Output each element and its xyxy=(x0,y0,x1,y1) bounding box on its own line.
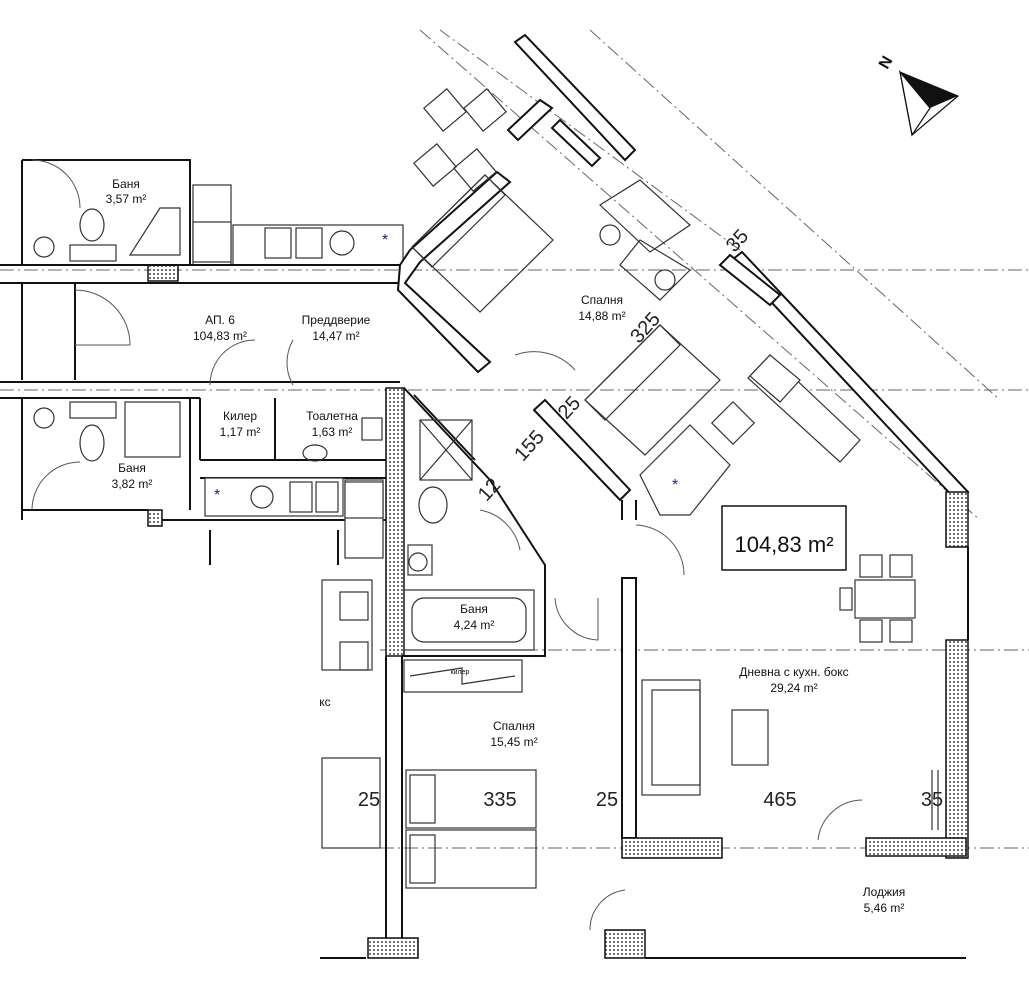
hall-name: Преддверие xyxy=(302,313,371,327)
top-left-bath-walls xyxy=(21,159,191,282)
kitchen-strip-bottom: * xyxy=(204,477,384,559)
dim-12: 12 xyxy=(474,474,505,505)
dim-25-left: 25 xyxy=(358,789,380,811)
corridor-walls xyxy=(0,264,405,399)
kitchen-diagonal: * xyxy=(639,354,861,516)
apartment-name: АП. 6 xyxy=(205,313,235,327)
bedroom-bottom-name: Спалня xyxy=(493,719,535,733)
living-name: Дневна с кухн. бокс xyxy=(739,665,848,679)
dim-25-mid: 25 xyxy=(596,789,618,811)
svg-text:*: * xyxy=(214,487,220,504)
svg-text:*: * xyxy=(672,477,678,494)
central-walls xyxy=(320,387,966,959)
bedroom-bottom-area: 15,45 m² xyxy=(490,735,537,749)
bath-center-name: Баня xyxy=(460,602,488,616)
living-furniture xyxy=(641,554,939,830)
dim-465: 465 xyxy=(763,789,796,811)
apartment-area: 104,83 m² xyxy=(193,329,247,343)
north-label: N xyxy=(876,53,897,72)
bedroom-bottom-furniture xyxy=(209,530,537,889)
right-exterior-walls xyxy=(865,491,969,859)
bath-left-name: Баня xyxy=(118,461,146,475)
kitchen-strip-top: * xyxy=(192,184,404,266)
bedroom-top-furniture xyxy=(411,88,721,456)
bath-top-left-name: Баня xyxy=(112,177,140,191)
center-bath-walls xyxy=(402,387,546,693)
storage-area: 1,17 m² xyxy=(220,425,261,439)
living-area: 29,24 m² xyxy=(770,681,817,695)
dim-325: 325 xyxy=(626,308,665,348)
hall-area: 14,47 m² xyxy=(312,329,359,343)
north-arrow xyxy=(898,69,960,137)
toilet-area: 1,63 m² xyxy=(312,425,353,439)
dim-155: 155 xyxy=(510,426,549,466)
neighbor-fragment: кс xyxy=(319,695,330,709)
toilet-name: Тоалетна xyxy=(306,409,358,423)
bath-top-left-area: 3,57 m² xyxy=(106,192,147,206)
total-area-label: 104,83 m² xyxy=(734,532,833,557)
loggia-area: 5,46 m² xyxy=(864,901,905,915)
bedroom-top-area: 14,88 m² xyxy=(578,309,625,323)
dim-35-top: 35 xyxy=(722,225,753,256)
bath-center-area: 4,24 m² xyxy=(454,618,495,632)
loggia-name: Лоджия xyxy=(863,885,906,899)
storage-name: Килер xyxy=(223,409,257,423)
svg-text:*: * xyxy=(382,232,388,249)
bath-left-area: 3,82 m² xyxy=(112,477,153,491)
total-area-box xyxy=(721,505,847,571)
bedroom-top-name: Спалня xyxy=(581,293,623,307)
dim-35-right: 35 xyxy=(921,789,943,811)
door-swings xyxy=(31,159,863,931)
bedroom-top-walls xyxy=(396,33,970,502)
dim-335: 335 xyxy=(483,789,516,811)
wardrobe-name: килер xyxy=(451,669,470,676)
